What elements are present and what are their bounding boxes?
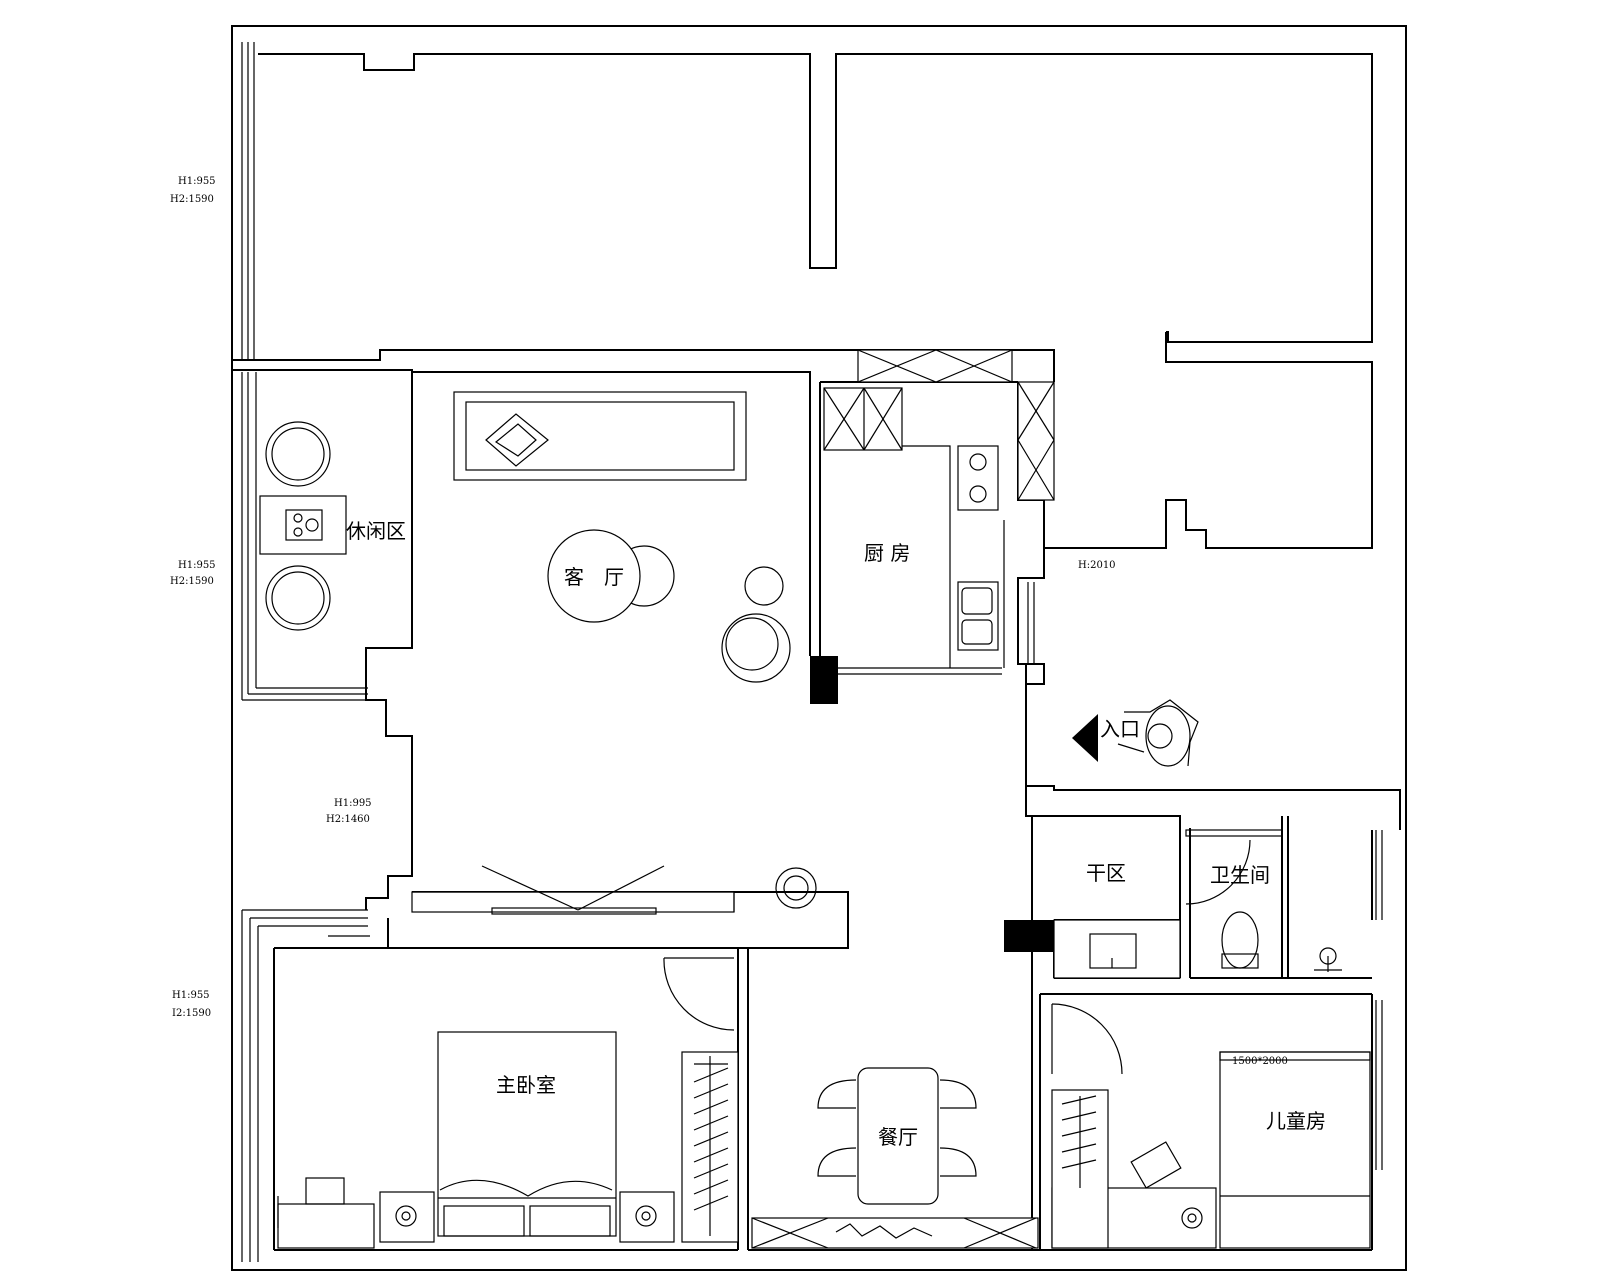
label-kitchen: 厨 房 bbox=[864, 541, 910, 565]
furniture bbox=[259, 387, 1371, 1249]
exterior-walls bbox=[231, 25, 1407, 1271]
window-3-h2: H2:1460 bbox=[326, 814, 370, 825]
label-dry-zone: 干区 bbox=[1086, 861, 1126, 885]
door-height: H:2010 bbox=[1078, 560, 1116, 571]
dimension-annotations: H1:955 H2:1590 H1:955 H2:1590 H1:995 H2:… bbox=[170, 176, 1288, 1067]
room-labels: 客 厅 厨 房 休闲区 入口 干区 卫生间 主卧室 餐厅 儿童房 bbox=[346, 519, 1326, 1149]
window-4-h1: H1:955 bbox=[172, 990, 210, 1001]
label-master-bedroom: 主卧室 bbox=[496, 1073, 556, 1097]
window-1-h1: H1:955 bbox=[178, 176, 216, 187]
label-bathroom: 卫生间 bbox=[1210, 863, 1270, 887]
label-kids-room: 儿童房 bbox=[1266, 1109, 1326, 1133]
window-3-h1: H1:995 bbox=[334, 798, 372, 809]
label-leisure: 休闲区 bbox=[346, 519, 406, 543]
window-2-h1: H1:955 bbox=[178, 560, 216, 571]
window-2-h2: H2:1590 bbox=[170, 576, 214, 587]
bed-size: 1500*2000 bbox=[1232, 1056, 1288, 1067]
label-dining: 餐厅 bbox=[878, 1125, 918, 1149]
window-4-h2: I2:1590 bbox=[172, 1008, 211, 1019]
window-1-h2: H2:1590 bbox=[170, 194, 214, 205]
label-living-room: 客 厅 bbox=[564, 565, 624, 589]
label-entrance: 入口 bbox=[1100, 717, 1140, 741]
